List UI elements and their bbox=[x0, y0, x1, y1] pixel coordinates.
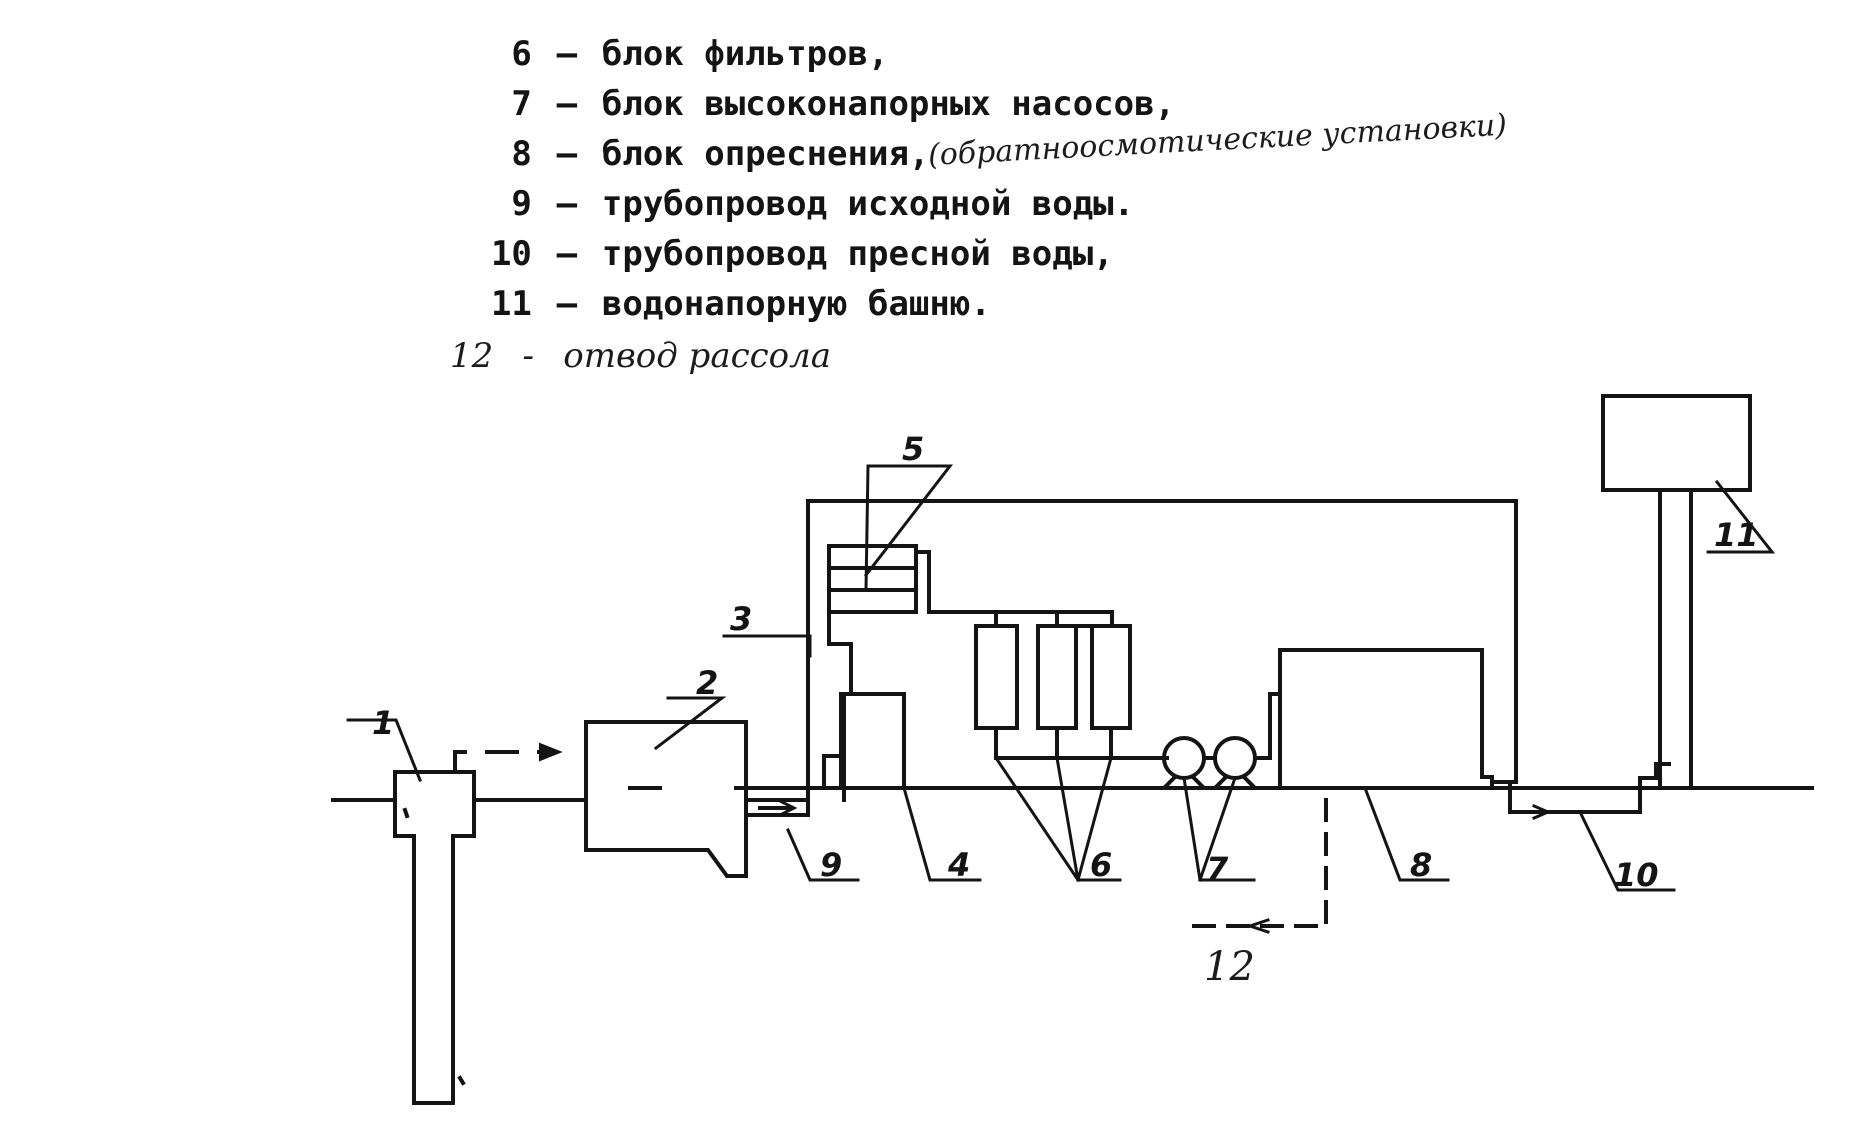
block-6-filters bbox=[974, 610, 1169, 760]
legend-number: 8 bbox=[511, 134, 532, 174]
legend-text: блок фильтров, bbox=[601, 34, 889, 74]
block-4 bbox=[822, 592, 906, 790]
legend-number: 10 bbox=[490, 234, 532, 274]
well-1 bbox=[331, 770, 476, 1105]
legend-dash: – bbox=[556, 284, 578, 324]
callout-4: 4 bbox=[947, 846, 970, 884]
block-2 bbox=[584, 720, 810, 878]
pipe-10 bbox=[1490, 762, 1671, 820]
callout-7: 7 bbox=[1206, 850, 1229, 888]
legend-number: 9 bbox=[511, 184, 532, 224]
legend-item-10: 10–трубопровод пресной воды, bbox=[370, 194, 1114, 274]
legend-item-7: 7–блок высоконапорных насосов, bbox=[370, 44, 1175, 124]
legend-dash: – bbox=[556, 84, 578, 124]
legend-text: блок высоконапорных насосов, bbox=[601, 84, 1176, 124]
callout-12: 12 bbox=[1204, 944, 1255, 990]
legend-item-9: 9–трубопровод исходной воды. bbox=[370, 144, 1134, 224]
legend-number: 12 bbox=[449, 336, 494, 376]
callout-3: 3 bbox=[730, 600, 752, 638]
callout-4-5: 5 bbox=[902, 430, 924, 468]
legend-text: трубопровод пресной воды, bbox=[601, 234, 1114, 274]
legend-text: блок опреснения, bbox=[601, 134, 930, 174]
source-pipe bbox=[453, 742, 588, 802]
legend-dash: - bbox=[522, 336, 534, 376]
callout-2: 2 bbox=[696, 664, 718, 702]
legend-item-8: 8–блок опреснения,(обратноосмотические у… bbox=[370, 94, 1509, 174]
legend-text: отвод рассола bbox=[563, 336, 832, 376]
drain-12 bbox=[1178, 798, 1328, 934]
legend-number: 7 bbox=[511, 84, 532, 124]
block-8-desalination bbox=[1278, 648, 1494, 790]
callout-11: 11 bbox=[1714, 516, 1759, 554]
leader-lines bbox=[346, 464, 1776, 892]
callout-6: 6 bbox=[1090, 846, 1112, 884]
callout-10: 10 bbox=[1614, 856, 1659, 894]
block-7-pumps bbox=[1162, 692, 1282, 789]
legend-text: трубопровод исходной воды. bbox=[601, 184, 1135, 224]
callout-8: 8 bbox=[1410, 846, 1432, 884]
legend-item-6: 6–блок фильтров, bbox=[370, 0, 888, 74]
legend-text: водонапорную башню. bbox=[601, 284, 991, 324]
legend-number: 11 bbox=[490, 284, 532, 324]
tower-11 bbox=[1601, 394, 1752, 790]
legend-dash: – bbox=[556, 184, 578, 224]
legend-item-12-handwritten: 12-отвод рассола bbox=[370, 296, 831, 376]
legend-dash: – bbox=[556, 134, 578, 174]
callout-1: 1 bbox=[372, 704, 394, 742]
legend-number: 6 bbox=[511, 34, 532, 74]
legend-item-11: 11–водонапорную башню. bbox=[370, 244, 991, 324]
legend-dash: – bbox=[556, 34, 578, 74]
legend-dash: – bbox=[556, 234, 578, 274]
callout-9: 9 bbox=[820, 846, 842, 884]
